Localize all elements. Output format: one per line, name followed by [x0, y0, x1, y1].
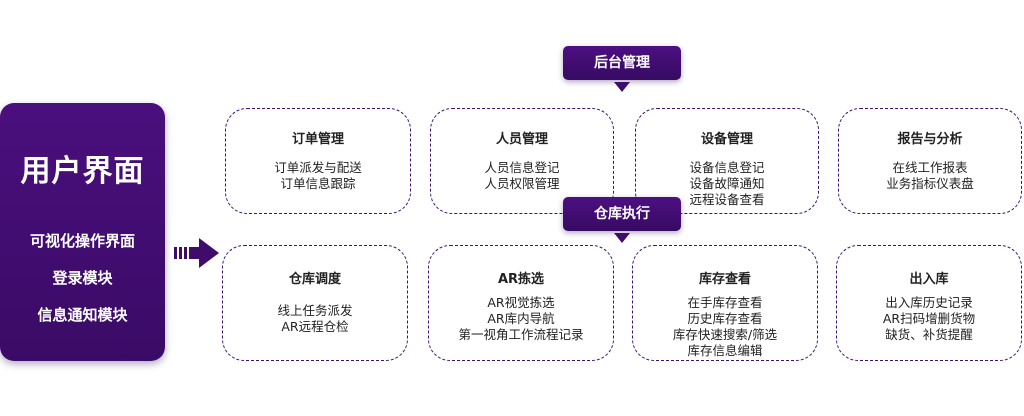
module-line: 远程设备查看: [689, 192, 765, 207]
module-title: 订单管理: [291, 132, 344, 147]
module-line: 订单信息跟踪: [280, 176, 356, 191]
module-lines: 在线工作报表 业务指标仪表盘: [839, 160, 1021, 192]
module-line: 库存快速搜索/筛选: [672, 327, 778, 342]
module-card-ar-picking: AR拣选 AR视觉拣选 AR库内导航 第一视角工作流程记录: [428, 245, 614, 361]
module-title: 仓库调度: [288, 272, 341, 287]
module-card-report-analysis: 报告与分析 在线工作报表 业务指标仪表盘: [838, 108, 1022, 214]
module-lines: 线上任务派发 AR远程仓检: [223, 303, 407, 335]
module-line: 出入库历史记录: [885, 295, 973, 310]
module-card-personnel-management: 人员管理 人员信息登记 人员权限管理: [430, 108, 614, 214]
module-title: 人员管理: [495, 132, 548, 147]
module-line: AR视觉拣选: [487, 295, 555, 310]
module-lines: 出入库历史记录 AR扫码增删货物 缺货、补货提醒: [837, 295, 1021, 343]
module-line: 设备故障通知: [689, 176, 765, 191]
section-label-warehouse: 仓库执行: [563, 197, 681, 231]
module-line: 人员权限管理: [484, 176, 560, 191]
module-card-equipment-management: 设备管理 设备信息登记 设备故障通知 远程设备查看: [635, 108, 819, 214]
ui-item-notification: 信息通知模块: [37, 306, 128, 324]
module-lines: 订单派发与配送 订单信息跟踪: [226, 160, 410, 192]
module-title: 库存查看: [698, 272, 751, 287]
module-line: 第一视角工作流程记录: [458, 327, 584, 342]
module-line: 设备信息登记: [689, 160, 765, 175]
module-line: 库存信息编辑: [687, 343, 763, 358]
module-lines: 人员信息登记 人员权限管理: [431, 160, 613, 192]
module-line: 在手库存查看: [687, 295, 763, 310]
right-arrow-icon: [174, 238, 219, 268]
ui-item-visual-interface: 可视化操作界面: [29, 232, 135, 250]
module-line: AR库内导航: [487, 311, 555, 326]
user-interface-title: 用户界面: [20, 154, 145, 189]
module-title: 报告与分析: [897, 132, 963, 147]
module-card-inventory-view: 库存查看 在手库存查看 历史库存查看 库存快速搜索/筛选 库存信息编辑: [632, 245, 818, 361]
module-line: 人员信息登记: [484, 160, 560, 175]
down-arrow-icon: [614, 233, 630, 243]
ui-item-login: 登录模块: [52, 269, 113, 287]
module-title: AR拣选: [497, 272, 545, 287]
module-line: 在线工作报表: [892, 160, 968, 175]
module-title: 设备管理: [700, 132, 753, 147]
module-card-inbound-outbound: 出入库 出入库历史记录 AR扫码增删货物 缺货、补货提醒: [836, 245, 1022, 361]
section-label-backend: 后台管理: [563, 46, 681, 80]
module-line: 缺货、补货提醒: [885, 327, 973, 342]
down-arrow-icon: [614, 82, 630, 92]
module-line: 业务指标仪表盘: [886, 176, 974, 191]
module-lines: 在手库存查看 历史库存查看 库存快速搜索/筛选 库存信息编辑: [633, 295, 817, 359]
module-line: 历史库存查看: [687, 311, 763, 326]
module-lines: AR视觉拣选 AR库内导航 第一视角工作流程记录: [429, 295, 613, 343]
module-card-order-management: 订单管理 订单派发与配送 订单信息跟踪: [225, 108, 411, 214]
module-card-warehouse-dispatch: 仓库调度 线上任务派发 AR远程仓检: [222, 245, 408, 361]
user-interface-panel: 用户界面 可视化操作界面 登录模块 信息通知模块: [0, 103, 165, 361]
module-line: 线上任务派发: [277, 303, 353, 318]
module-line: 订单派发与配送: [274, 160, 362, 175]
module-line: AR远程仓检: [281, 319, 349, 334]
module-line: AR扫码增删货物: [882, 311, 976, 326]
module-title: 出入库: [909, 272, 949, 287]
module-lines: 设备信息登记 设备故障通知 远程设备查看: [636, 160, 818, 208]
